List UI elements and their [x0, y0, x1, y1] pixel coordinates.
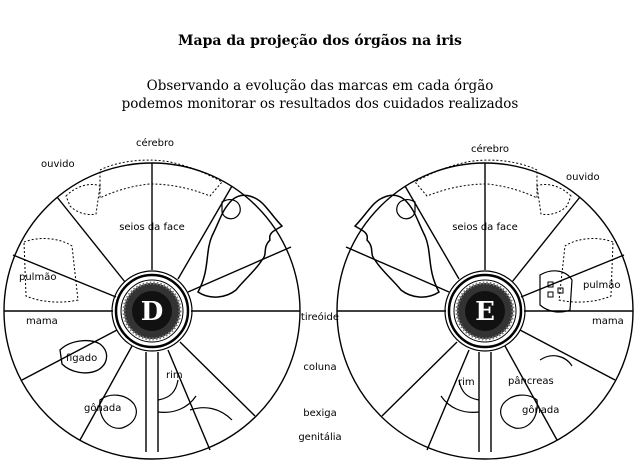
left-pupil-ring: [120, 279, 184, 343]
label-tireoide: tireóide: [301, 311, 339, 323]
left-label-cerebro: cérebro: [136, 137, 174, 149]
left-ear-texture: [65, 183, 101, 215]
subtitle-line-1: Observando a evolução das marcas em cada…: [146, 78, 494, 94]
left-bladder-line: [189, 407, 233, 421]
left-lung-texture: [23, 238, 79, 303]
left-label-ouvido: ouvido: [41, 159, 75, 170]
right-collarette-outer: [444, 270, 526, 352]
right-pupil-ring: [453, 279, 517, 343]
right-ear-texture: [536, 183, 572, 215]
right-label-pulmao: pulmão: [583, 280, 620, 291]
left-iris-labels: cérebro ouvido seios da face pulmão mama…: [19, 137, 185, 414]
right-heart-mark-2: [547, 291, 554, 298]
left-label-gonada: gônada: [84, 402, 121, 414]
right-label-rim: rim: [458, 377, 475, 388]
left-pupil-core: [132, 291, 172, 331]
left-eye-letter: D: [141, 297, 164, 327]
right-gonad-shape: [500, 394, 538, 429]
right-lung-texture: [558, 238, 614, 303]
label-bexiga: bexiga: [303, 408, 337, 419]
right-label-seios: seios da face: [452, 222, 518, 233]
left-label-rim: rim: [166, 370, 183, 381]
right-label-ouvido: ouvido: [566, 172, 600, 183]
right-label-cerebro: cérebro: [471, 143, 509, 155]
right-brain-texture: [414, 159, 538, 199]
label-coluna: coluna: [303, 362, 336, 373]
left-label-seios: seios da face: [119, 222, 185, 233]
right-pupil-core: [465, 291, 505, 331]
right-pancreas-line: [539, 355, 573, 367]
right-face-profile: [353, 194, 440, 298]
label-genitalia: genitália: [298, 431, 341, 443]
right-label-mama: mama: [592, 316, 624, 327]
left-collarette-outer: [111, 270, 193, 352]
right-iris: [336, 159, 634, 460]
left-iris-sector-lines: [4, 163, 300, 451]
left-label-pulmao: pulmão: [19, 272, 56, 283]
left-label-mama: mama: [26, 316, 58, 327]
right-iris-labels: cérebro ouvido seios da face pulmão mama…: [452, 143, 624, 416]
subtitle-line-2: podemos monitorar os resultados dos cuid…: [121, 96, 519, 112]
right-collarette-inner: [447, 273, 523, 349]
left-face-profile: [197, 194, 284, 298]
right-eye-sketch: [396, 199, 416, 220]
left-eye-sketch: [221, 199, 241, 220]
right-heart-shape: [539, 270, 573, 313]
page-title: Mapa da projeção dos órgãos na iris: [178, 33, 462, 49]
right-kidney-lines: [440, 379, 480, 413]
left-pupil-texture: [122, 281, 182, 341]
left-gonad-shape: [99, 394, 137, 429]
right-eye-letter: E: [475, 297, 495, 327]
right-heart-mark-3: [557, 287, 564, 294]
right-pupil-texture: [455, 281, 515, 341]
left-brain-texture: [99, 159, 223, 199]
right-spine: [478, 352, 492, 452]
right-label-pancreas: pâncreas: [508, 375, 554, 387]
left-spine: [145, 352, 159, 452]
right-heart-mark-1: [547, 281, 554, 288]
left-iris: [3, 159, 301, 460]
right-label-gonada: gônada: [522, 404, 559, 416]
left-label-figado: fígado: [66, 352, 97, 364]
left-kidney-lines: [157, 379, 197, 413]
center-labels: tireóide coluna bexiga genitália: [298, 311, 341, 443]
left-collarette-inner: [114, 273, 190, 349]
left-liver-shape: [59, 339, 108, 374]
